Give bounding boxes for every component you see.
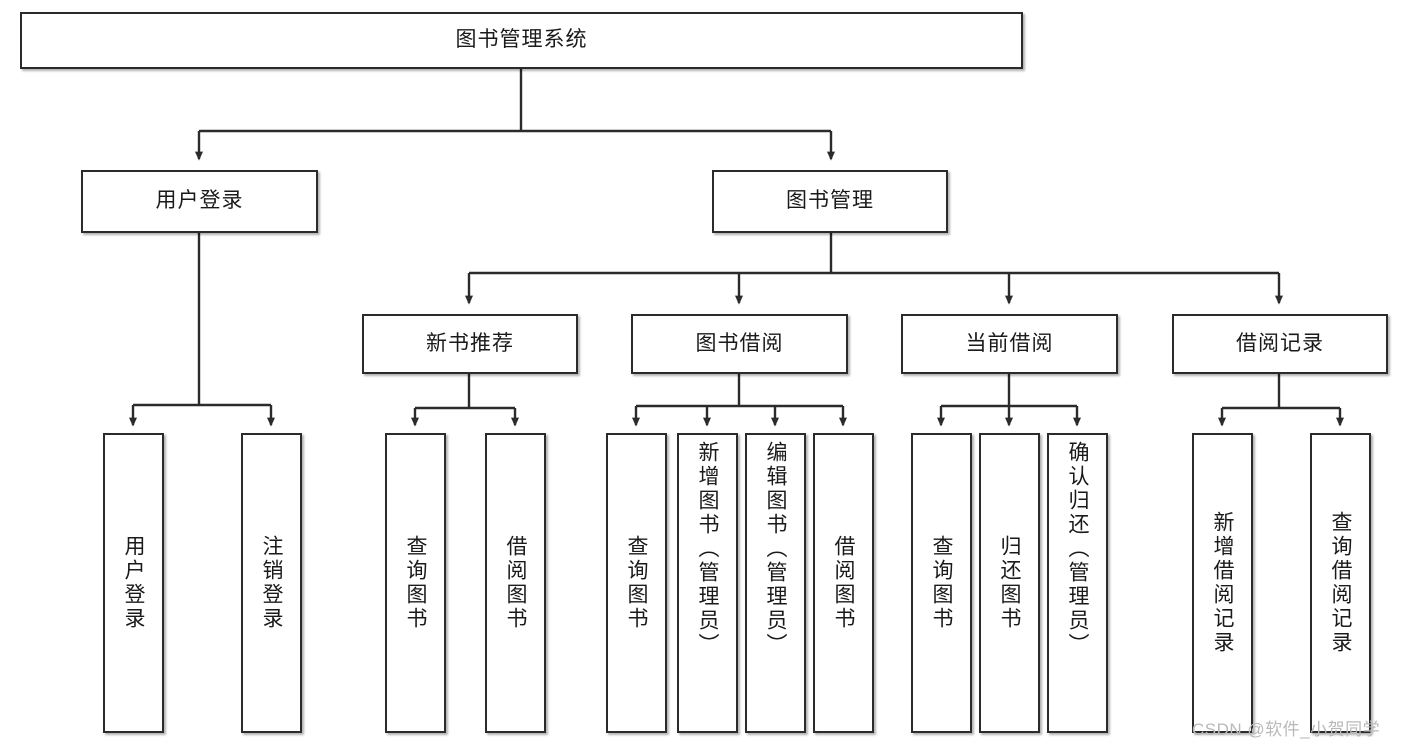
node-label: 新书推荐 xyxy=(426,331,514,355)
leaf-label: 确认归还（管理员） xyxy=(1066,441,1089,657)
node-label: 当前借阅 xyxy=(965,331,1054,355)
node-book-management[interactable]: 图书管理 xyxy=(712,170,948,233)
node-label: 借阅记录 xyxy=(1236,331,1324,355)
node-new-book-recommend[interactable]: 新书推荐 xyxy=(362,314,578,374)
leaf-query-book-current[interactable]: 查询图书 xyxy=(911,433,972,733)
csdn-watermark: CSDN @软件_小贺同学 xyxy=(1192,720,1381,739)
leaf-label: 借阅图书 xyxy=(504,535,527,631)
node-root-book-management-system[interactable]: 图书管理系统 xyxy=(20,12,1023,69)
leaf-label: 注销登录 xyxy=(260,535,283,631)
node-label: 图书管理 xyxy=(786,189,874,213)
leaf-label: 查询图书 xyxy=(625,535,648,631)
leaf-confirm-return-admin[interactable]: 确认归还（管理员） xyxy=(1047,433,1108,733)
leaf-return-book[interactable]: 归还图书 xyxy=(979,433,1040,733)
leaf-label: 查询图书 xyxy=(404,535,427,631)
leaf-query-book-borrow[interactable]: 查询图书 xyxy=(606,433,667,733)
leaf-edit-book-admin[interactable]: 编辑图书（管理员） xyxy=(745,433,806,733)
leaf-label: 新增借阅记录 xyxy=(1211,511,1234,655)
leaf-user-login[interactable]: 用户登录 xyxy=(103,433,164,733)
leaf-label: 归还图书 xyxy=(998,535,1021,631)
node-book-borrow[interactable]: 图书借阅 xyxy=(631,314,848,374)
leaf-logout[interactable]: 注销登录 xyxy=(241,433,302,733)
node-user-login[interactable]: 用户登录 xyxy=(81,170,318,233)
leaf-add-borrow-record[interactable]: 新增借阅记录 xyxy=(1192,433,1253,733)
leaf-label: 查询借阅记录 xyxy=(1329,511,1352,655)
leaf-label: 新增图书（管理员） xyxy=(696,441,719,657)
node-label: 用户登录 xyxy=(155,189,244,213)
leaf-query-borrow-record[interactable]: 查询借阅记录 xyxy=(1310,433,1371,733)
leaf-borrow-book-recommend[interactable]: 借阅图书 xyxy=(485,433,546,733)
leaf-query-book-recommend[interactable]: 查询图书 xyxy=(385,433,446,733)
leaf-label: 编辑图书（管理员） xyxy=(764,441,787,657)
node-borrow-record[interactable]: 借阅记录 xyxy=(1172,314,1388,374)
node-label: 图书借阅 xyxy=(695,331,784,355)
leaf-borrow-book[interactable]: 借阅图书 xyxy=(813,433,874,733)
leaf-label: 查询图书 xyxy=(930,535,953,631)
node-label: 图书管理系统 xyxy=(455,28,588,52)
leaf-label: 用户登录 xyxy=(122,535,145,631)
leaf-label: 借阅图书 xyxy=(832,535,855,631)
leaf-add-book-admin[interactable]: 新增图书（管理员） xyxy=(677,433,738,733)
node-current-borrow[interactable]: 当前借阅 xyxy=(901,314,1118,374)
